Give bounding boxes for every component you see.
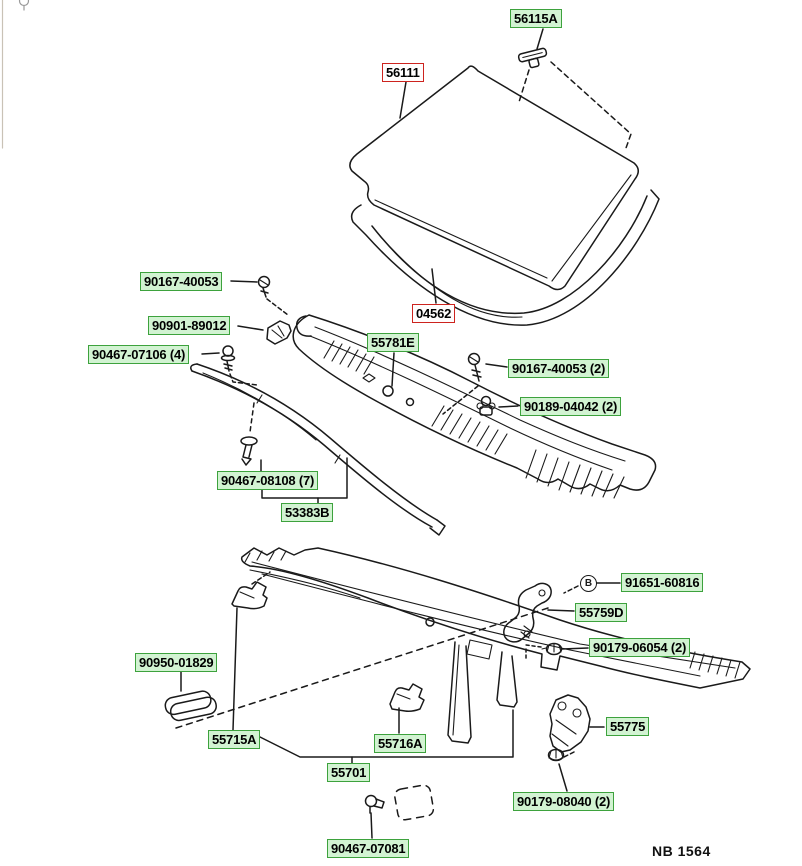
louver-slats-middle [431, 405, 508, 455]
part-label-90467-07081[interactable]: 90467-07081 [327, 839, 410, 858]
part-label-90189-04042[interactable]: 90189-04042 (2) [520, 397, 622, 416]
sheet-code: NB 1564 [652, 843, 711, 859]
part-label-55715A[interactable]: 55715A [208, 730, 261, 749]
cowl-seal-drawing [190, 363, 446, 536]
panel-label-bracket [257, 709, 514, 764]
part-label-90901-89012[interactable]: 90901-89012 [148, 316, 231, 335]
windshield-moulding-drawing [350, 189, 660, 326]
part-label-90179-08040[interactable]: 90179-08040 (2) [513, 792, 615, 811]
louver-slats-right [525, 449, 625, 499]
part-label-56115A[interactable]: 56115A [510, 9, 562, 28]
cap-90950-drawing [164, 607, 549, 729]
clip-90189-drawing [476, 395, 519, 416]
pad-plate-drawing [394, 784, 435, 821]
part-label-55701[interactable]: 55701 [327, 763, 371, 782]
windshield-clip-drawing [517, 28, 632, 149]
cowl-panel-drawing [240, 547, 751, 744]
screw-90467-07106-drawing [201, 345, 258, 386]
bracket-55716A-drawing [389, 683, 425, 734]
panel-hatch-right [689, 651, 741, 679]
part-label-55781E[interactable]: 55781E [367, 333, 419, 352]
part-label-53383B[interactable]: 53383B [281, 503, 334, 522]
screw-90167-top-drawing [230, 275, 289, 316]
part-label-55759D[interactable]: 55759D [575, 603, 628, 622]
page-edge-artifact [1, 0, 30, 149]
part-label-56111[interactable]: 56111 [382, 63, 424, 82]
panel-hatch-left [244, 550, 287, 563]
connector-badge-b: B [580, 575, 597, 592]
part-label-91651-60816[interactable]: 91651-60816 [621, 573, 704, 592]
clip-90901-drawing [237, 320, 292, 345]
part-label-04562[interactable]: 04562 [412, 304, 456, 323]
part-label-90167-40053[interactable]: 90167-40053 [140, 272, 223, 291]
bracket-55775-drawing [549, 694, 605, 758]
part-label-90179-06054[interactable]: 90179-06054 (2) [589, 638, 691, 657]
part-label-90467-07106[interactable]: 90467-07106 (4) [88, 345, 190, 364]
part-label-90950-01829[interactable]: 90950-01829 [135, 653, 218, 672]
bracket-55759D-drawing [503, 582, 579, 643]
part-label-55716A[interactable]: 55716A [374, 734, 427, 753]
part-label-90167-40053-2[interactable]: 90167-40053 (2) [508, 359, 610, 378]
rivet-90467-08108-drawing [240, 402, 262, 472]
screw-90467-07081-drawing [364, 794, 385, 839]
part-label-55775[interactable]: 55775 [606, 717, 650, 736]
part-label-90467-08108[interactable]: 90467-08108 (7) [217, 471, 319, 490]
screw-90167-right-drawing [442, 352, 508, 415]
grommet-90179-06054-drawing [525, 642, 589, 661]
louver-slats-left [323, 340, 375, 375]
bracket-55715A-drawing [231, 571, 271, 731]
grommet-90179-08040-drawing [547, 748, 568, 792]
windshield-glass-drawing [349, 65, 639, 291]
